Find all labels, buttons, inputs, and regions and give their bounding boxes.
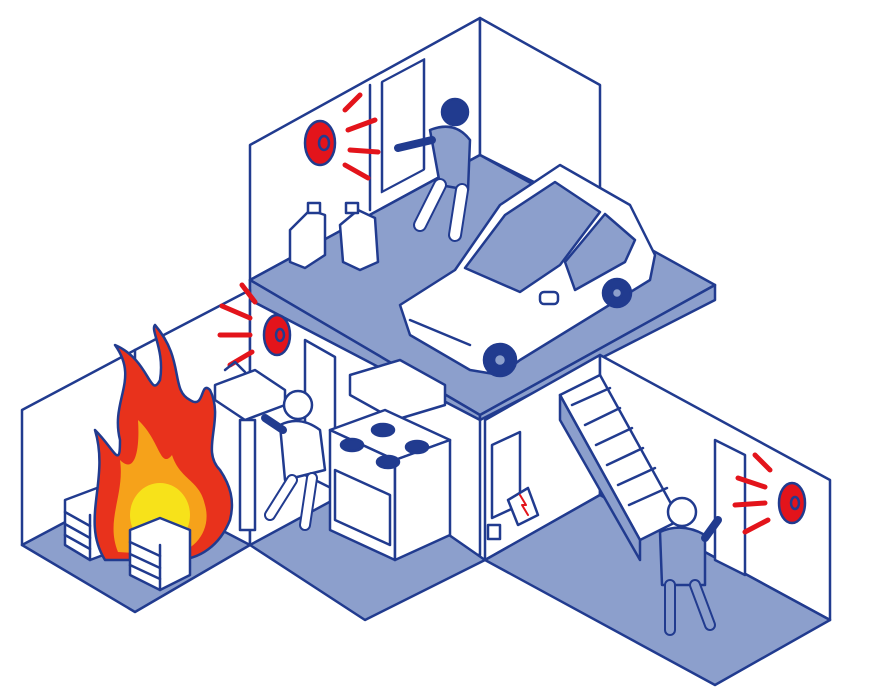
fuel-canister-icon (288, 201, 380, 272)
stairs-icon (558, 373, 682, 562)
sink-icon (213, 360, 287, 532)
person-icon (261, 389, 327, 531)
basement-floor (483, 493, 832, 687)
paper-stack-icon (128, 516, 192, 592)
stove-icon (328, 358, 452, 562)
person-icon (394, 97, 472, 242)
person-icon (658, 496, 722, 636)
smoke-alarm-icon (303, 92, 381, 181)
smoke-alarm-icon (732, 452, 807, 535)
garage-door (380, 58, 426, 194)
smoke-alarm-icon (217, 282, 292, 368)
car-icon (398, 163, 657, 378)
electrical-panel-icon (486, 430, 540, 541)
